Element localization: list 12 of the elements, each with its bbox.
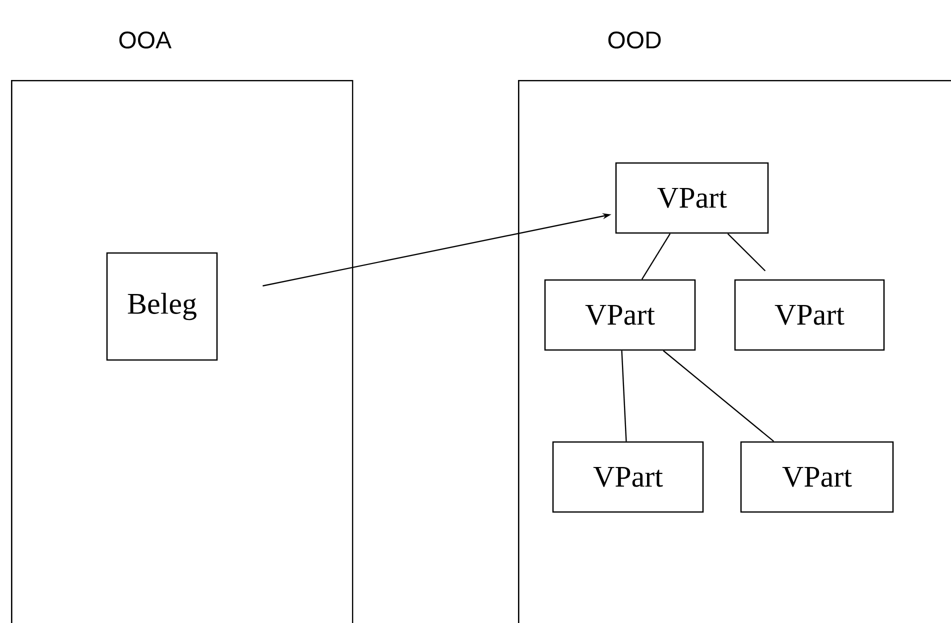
class-box: Beleg: [106, 252, 218, 361]
class-box: VPart: [552, 441, 704, 513]
panel-heading: OOA: [119, 32, 172, 48]
class-box: VPart: [740, 441, 894, 513]
class-box: VPart: [734, 279, 885, 351]
connector-line: [621, 350, 627, 442]
panel-heading: OOD: [608, 32, 661, 48]
connector-line: [662, 350, 774, 442]
class-box: VPart: [615, 162, 769, 234]
connector-line: [641, 233, 671, 280]
class-box: VPart: [544, 279, 696, 351]
connector-line: [727, 233, 766, 272]
